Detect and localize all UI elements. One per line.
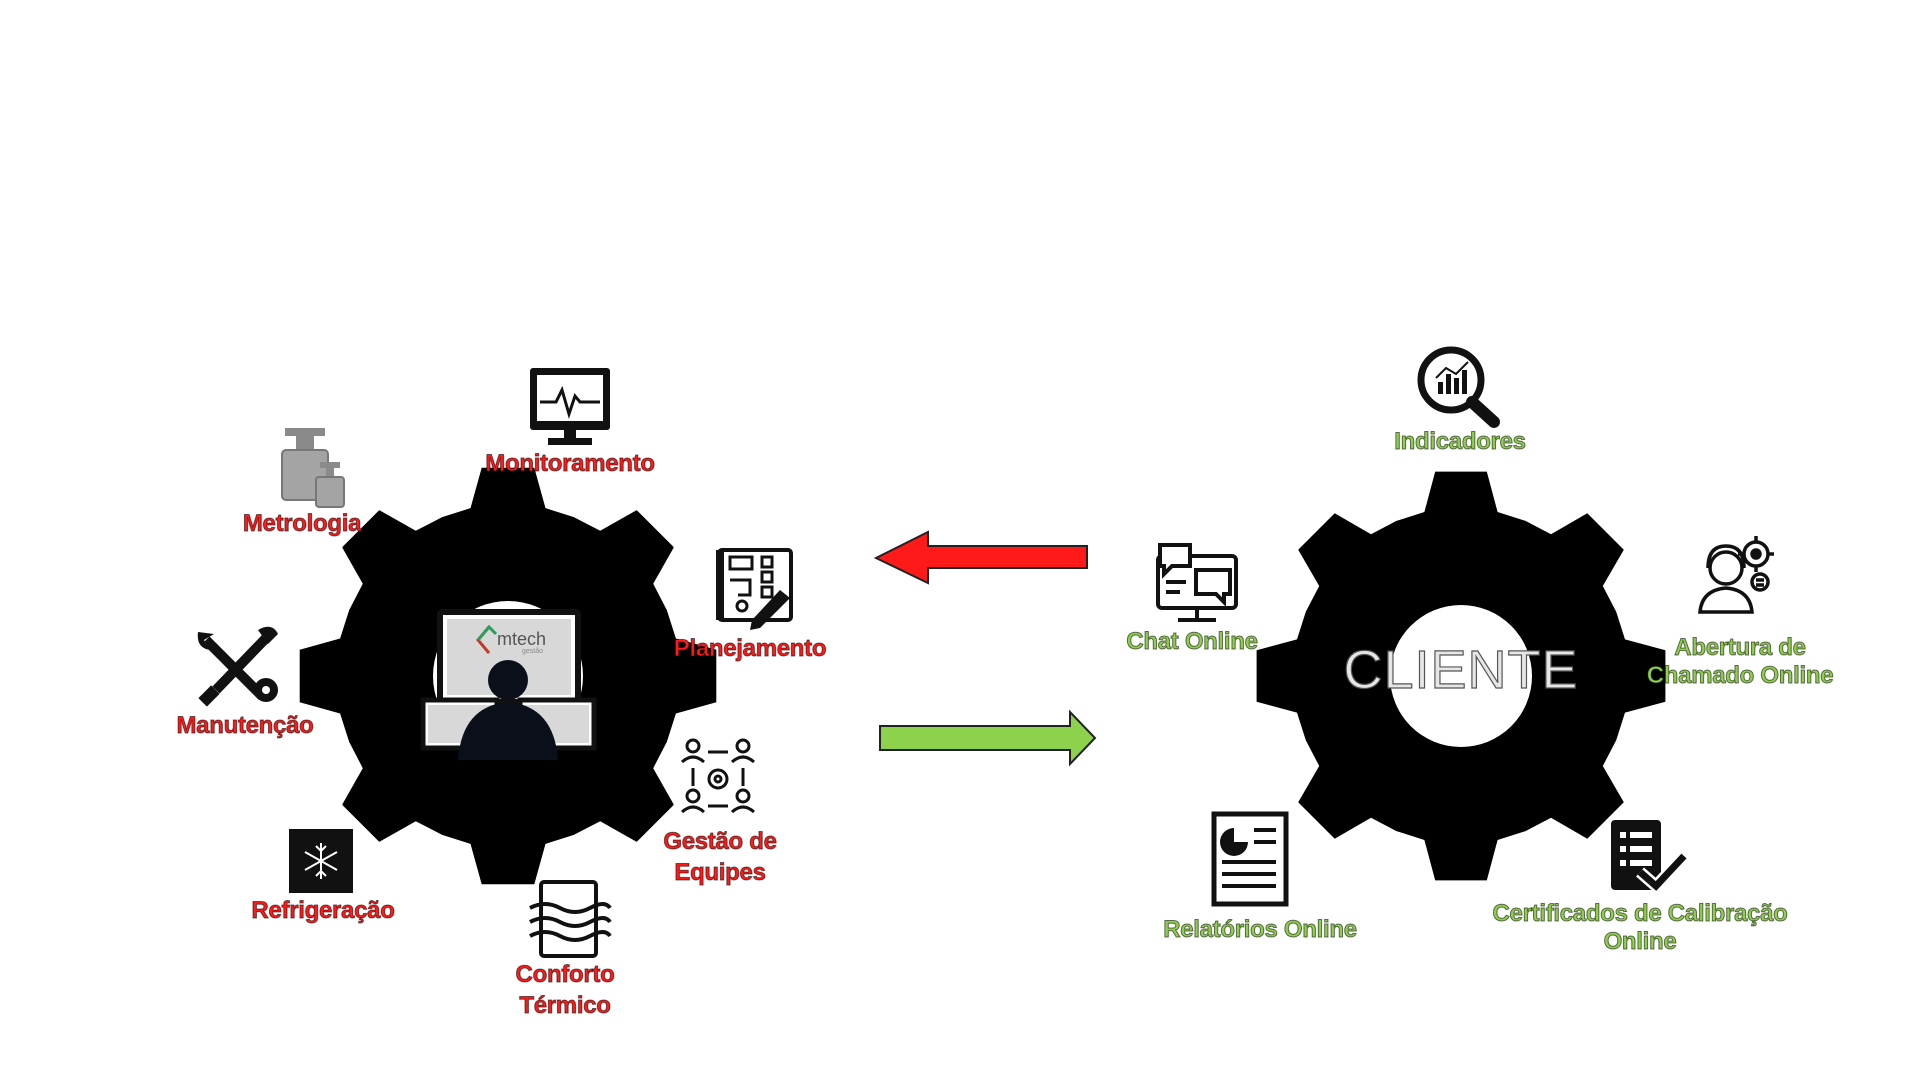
label-conforto-line2: Térmico xyxy=(519,992,612,1020)
label-metrologia: Metrologia xyxy=(242,510,362,538)
cliente-center-text: CLIENTE xyxy=(1343,639,1579,700)
arrow-left-red xyxy=(873,530,1088,585)
label-chat-online: Chat Online xyxy=(1126,628,1259,656)
arrow-right-green xyxy=(879,709,1097,767)
label-planejamento: Planejamento xyxy=(673,635,827,663)
label-gestao-line2: Equipes xyxy=(674,859,767,887)
operator-computer-icon xyxy=(420,609,597,760)
mtech-logo-subtext: gestão xyxy=(522,648,544,655)
right-gear-hole xyxy=(1390,605,1532,747)
label-conforto-line1: Conforto xyxy=(515,961,615,989)
right-gear xyxy=(1256,471,1666,881)
mtech-logo-text: mtech xyxy=(497,629,547,649)
snowflake-icon xyxy=(289,829,353,893)
chat-computer-icon xyxy=(1156,543,1238,622)
weights-icon xyxy=(281,428,345,508)
support-agent-icon xyxy=(1698,536,1774,614)
heat-icon xyxy=(529,880,612,958)
report-document-icon xyxy=(1211,811,1289,907)
label-indicadores: Indicadores xyxy=(1394,428,1527,456)
tools-icon xyxy=(197,626,278,707)
team-management-icon xyxy=(680,738,756,814)
blueprint-icon xyxy=(716,548,793,630)
analytics-search-icon xyxy=(1417,346,1500,428)
monitor-icon xyxy=(530,368,610,445)
label-certificados-line1: Certificados de Calibração xyxy=(1492,900,1788,928)
label-abertura-line1: Abertura de xyxy=(1674,634,1807,662)
label-abertura-line2: Chamado Online xyxy=(1646,662,1834,690)
mtech-logo xyxy=(476,624,498,654)
label-refrigeracao: Refrigeração xyxy=(251,897,395,925)
certificate-check-icon xyxy=(1611,820,1689,895)
label-gestao-line1: Gestão de xyxy=(663,828,778,856)
label-relatorios: Relatórios Online xyxy=(1163,916,1358,944)
label-monitoramento: Monitoramento xyxy=(485,450,656,478)
label-certificados-line2: Online xyxy=(1603,928,1677,956)
label-manutencao: Manutenção xyxy=(176,712,314,740)
